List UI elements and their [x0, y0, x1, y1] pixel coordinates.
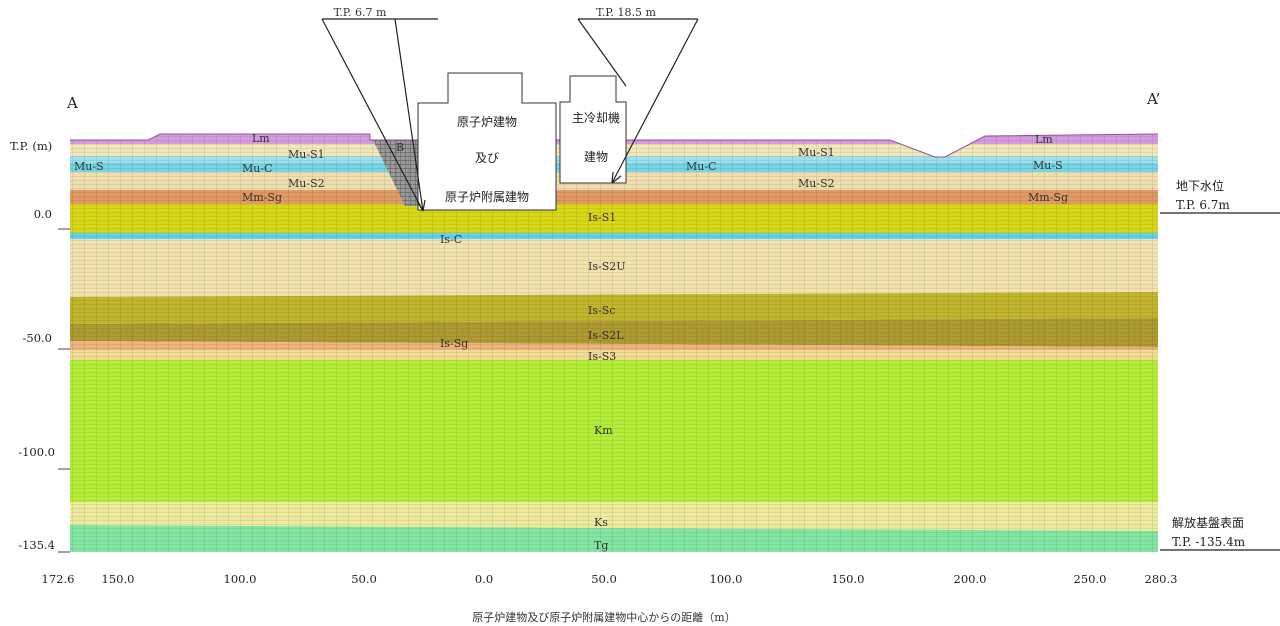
x-tick-label: 200.0 [954, 572, 987, 586]
label-is-s1: Is-S1 [588, 211, 616, 224]
y-axis: T.P. (m) 0.0 -50.0 -100.0 -135.4 [10, 139, 70, 553]
label-mu-s2-right: Mu-S2 [798, 177, 835, 190]
bedrock-title: 解放基盤表面 [1172, 515, 1244, 530]
section-label-a: A [66, 94, 78, 112]
groundwater-value: T.P. 6.7m [1176, 198, 1230, 212]
x-axis-title: 原子炉建物及び原子炉附属建物中心からの距離（m） [472, 610, 735, 624]
reactor-building-label-2: 及び [475, 151, 499, 165]
callout-right-label: T.P. 18.5 m [596, 6, 656, 19]
reactor-building-label-1: 原子炉建物 [457, 115, 517, 129]
x-tick-label: 100.0 [224, 572, 257, 586]
side-notes: 地下水位 T.P. 6.7m 解放基盤表面 T.P. -135.4m [1160, 178, 1280, 551]
x-tick-label: 0.0 [475, 572, 493, 586]
label-is-sc: Is-Sc [588, 304, 615, 317]
label-mu-s: Mu-S [74, 160, 104, 173]
x-tick-label: 50.0 [351, 572, 377, 586]
x-tick-label: 50.0 [591, 572, 617, 586]
label-mu-s1-right: Mu-S1 [798, 146, 835, 159]
x-tick-label: 100.0 [710, 572, 743, 586]
section-label-a-prime: A’ [1146, 90, 1160, 108]
label-is-s2l: Is-S2L [588, 329, 624, 342]
groundwater-title: 地下水位 [1176, 178, 1224, 193]
label-km: Km [594, 424, 613, 437]
label-mm-sg: Mm-Sg [242, 191, 282, 204]
label-b: B [396, 141, 404, 154]
y-tick-label: -50.0 [23, 331, 53, 345]
label-tg: Tg [594, 539, 608, 552]
x-axis: 172.6 150.0 100.0 50.0 0.0 50.0 100.0 15… [42, 572, 1178, 624]
y-tick-label: -135.4 [18, 538, 55, 552]
label-is-sg: Is-Sg [440, 337, 468, 350]
x-tick-label: 172.6 [42, 572, 75, 586]
ground-surface-line [70, 133, 1159, 158]
cooler-building-label-1: 主冷却機 [572, 110, 620, 125]
y-tick-label: -100.0 [18, 445, 55, 459]
main-cooler-building [559, 75, 627, 184]
label-mu-c: Mu-C [242, 162, 272, 175]
x-tick-label: 150.0 [832, 572, 865, 586]
y-tick-label: 0.0 [34, 207, 52, 221]
soil-layers [70, 134, 1158, 552]
layer-labels: Lm B Mu-S1 Mu-S Mu-C Mu-S2 Mm-Sg Mu-S1 M… [74, 132, 1068, 552]
x-tick-label: 250.0 [1074, 572, 1107, 586]
callout-left [321, 18, 438, 212]
label-is-c: Is-C [440, 233, 462, 246]
cooler-building-label-2: 建物 [584, 150, 608, 164]
label-is-s3: Is-S3 [588, 350, 616, 363]
callout-left-label: T.P. 6.7 m [334, 6, 387, 19]
label-lm-right: Lm [1035, 133, 1053, 146]
callout-right [577, 18, 699, 184]
x-tick-label: 150.0 [102, 572, 135, 586]
label-mm-sg-right: Mm-Sg [1028, 191, 1068, 204]
label-mu-s-right: Mu-S [1033, 159, 1063, 172]
label-lm: Lm [252, 132, 270, 145]
label-mu-c-right: Mu-C [686, 160, 716, 173]
label-mu-s1: Mu-S1 [288, 148, 325, 161]
label-mu-s2: Mu-S2 [288, 177, 325, 190]
reactor-building [417, 72, 557, 211]
label-is-s2u: Is-S2U [588, 260, 626, 273]
bedrock-value: T.P. -135.4m [1172, 535, 1246, 549]
label-ks: Ks [594, 516, 608, 529]
y-axis-unit: T.P. (m) [10, 139, 52, 153]
fem-mesh [70, 134, 1158, 552]
reactor-building-label-3: 原子炉附属建物 [445, 190, 529, 204]
x-tick-label: 280.3 [1145, 572, 1178, 586]
